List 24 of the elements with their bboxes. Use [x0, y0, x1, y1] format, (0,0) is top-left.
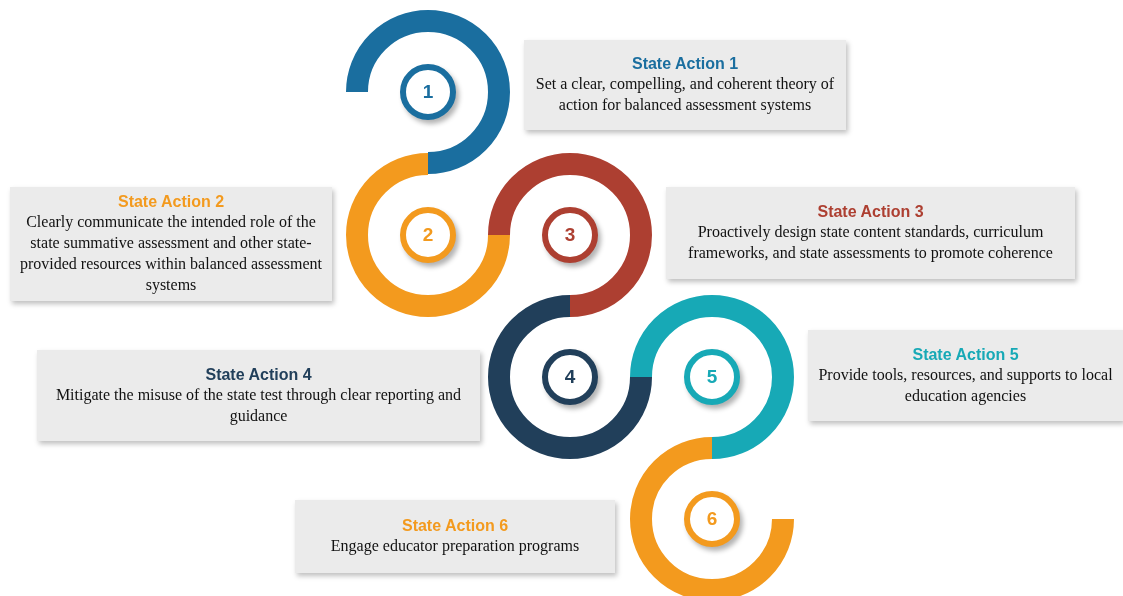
callout-card: [295, 500, 615, 573]
number-circle: 1: [400, 64, 456, 120]
number-circle: 2: [400, 207, 456, 263]
number-circle: 5: [684, 349, 740, 405]
card-heading: State Action 2: [117, 193, 225, 211]
card-text: Engage educator preparation programs: [330, 536, 580, 556]
card-text: Provide tools, resources, and supports to local education agencies: [817, 364, 1114, 406]
callout-card: [10, 187, 332, 301]
callout-card: [524, 40, 846, 130]
callout-card: [666, 187, 1075, 279]
number-circle: 3: [542, 207, 598, 263]
card-heading: State Action 4: [205, 365, 312, 384]
card-heading: State Action 3: [817, 203, 924, 221]
card-text: Mitigate the misuse of the state test through clear reporting and guidance: [54, 384, 463, 426]
number-circle: 6: [684, 491, 740, 547]
card-heading: State Action 6: [401, 517, 509, 535]
callout-card: [808, 330, 1123, 421]
callout-card: [37, 350, 480, 441]
card-text: Set a clear, compelling, and coherent theory of action for balanced assessment systems: [534, 74, 836, 115]
card-heading: State Action 1: [631, 55, 739, 73]
card-text: Clearly communicate the intended role of the state summative assessment and other state-provided resources within balanced assessment systems: [18, 212, 324, 295]
card-text: Proactively design state content standards, curriculum frameworks, and state assessments to promote coherence: [687, 222, 1054, 263]
number-circle: 4: [542, 349, 598, 405]
card-heading: State Action 5: [912, 345, 1019, 364]
